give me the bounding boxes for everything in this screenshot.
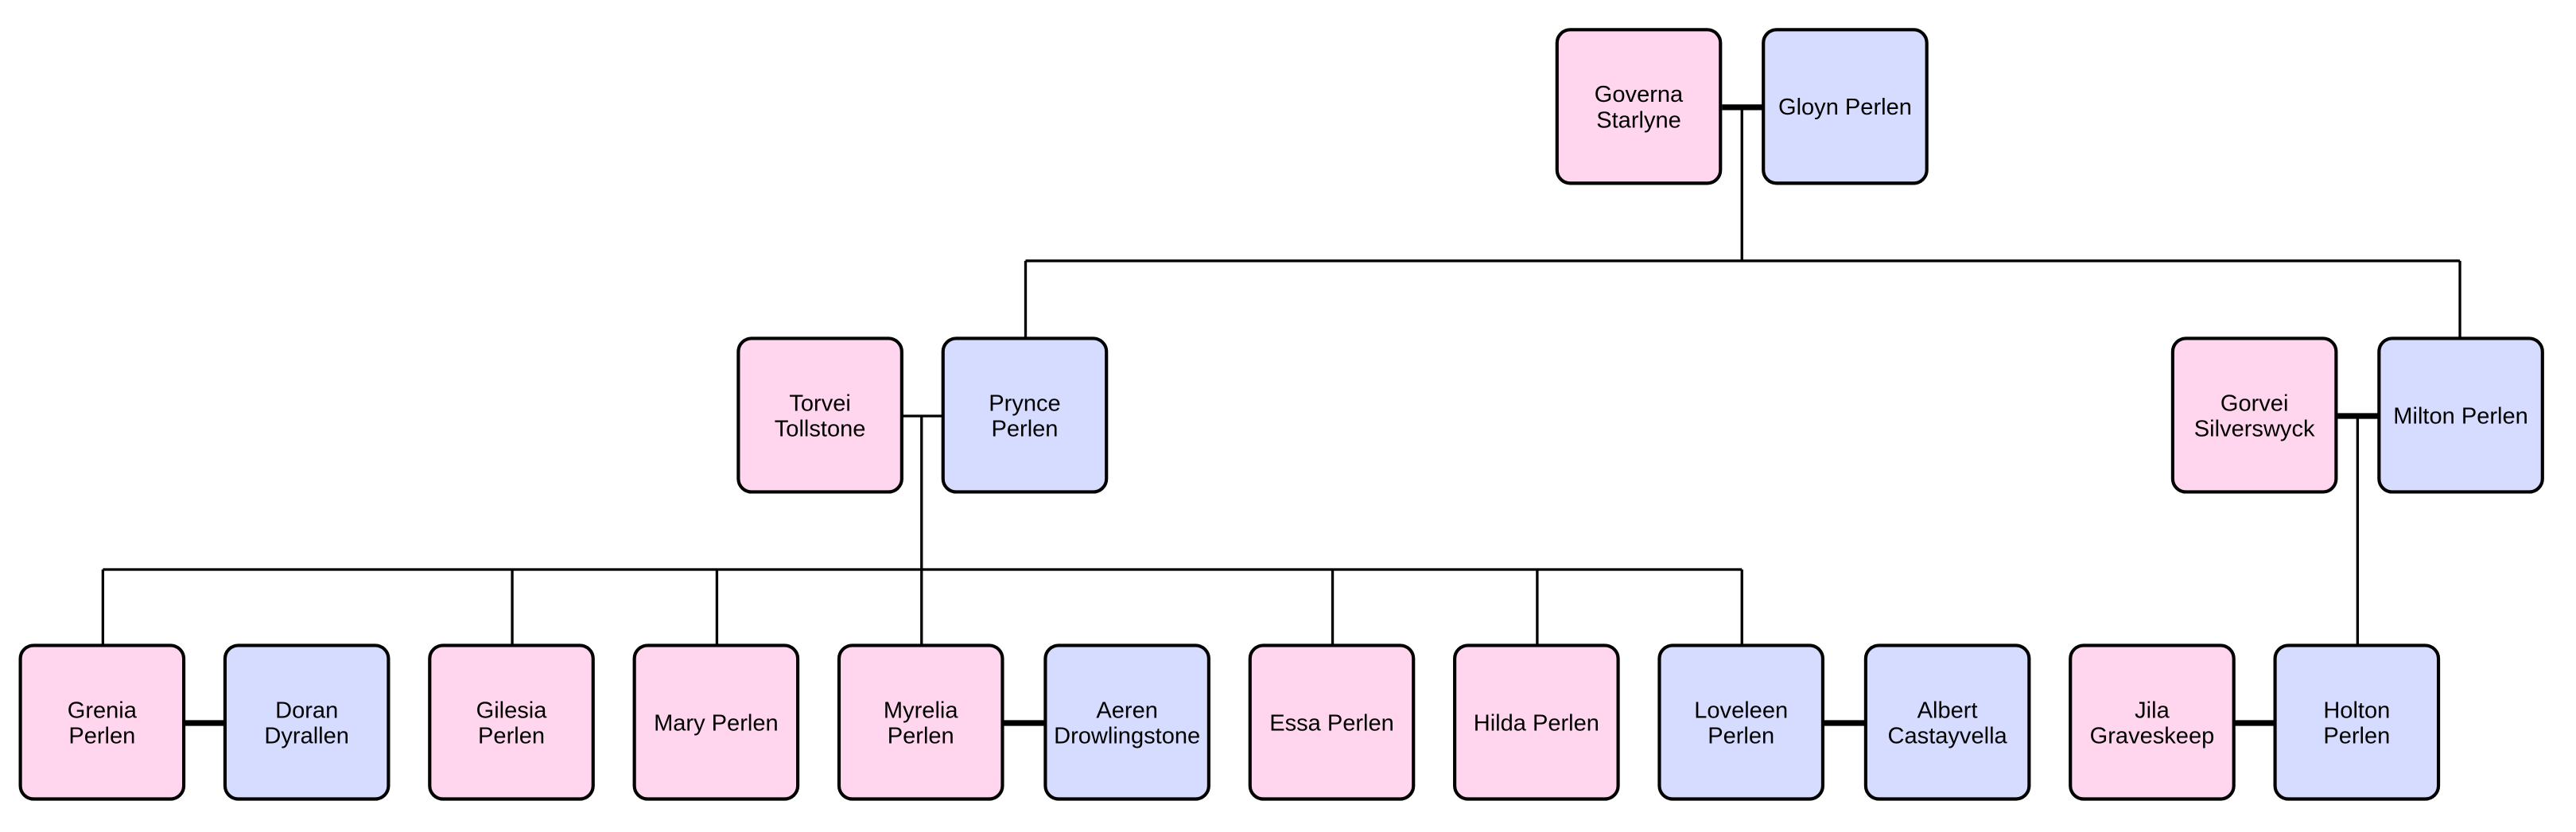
person-name: Doran xyxy=(275,698,338,723)
person-name: Perlen xyxy=(991,416,1058,441)
person-name: Mary Perlen xyxy=(654,710,779,736)
person-box-bg xyxy=(1043,643,1210,801)
person-box-mary[interactable]: Mary Perlen xyxy=(632,643,800,801)
person-name: Prynce xyxy=(989,391,1060,416)
person-box-bg xyxy=(2069,643,2236,801)
person-name: Myrelia xyxy=(884,698,958,723)
person-box-bg xyxy=(1657,643,1825,801)
person-box-gloyn[interactable]: Gloyn Perlen xyxy=(1762,28,1929,185)
person-box-bg xyxy=(1863,643,2031,801)
person-name: Silverswyck xyxy=(2194,416,2315,441)
person-box-essa[interactable]: Essa Perlen xyxy=(1248,643,1416,801)
person-box-bg xyxy=(1453,643,1620,801)
person-box-bg xyxy=(837,643,1004,801)
person-name: Castayvella xyxy=(1888,723,2008,748)
person-box-bg xyxy=(2273,643,2441,801)
person-name: Aeren xyxy=(1096,698,1158,723)
person-name: Drowlingstone xyxy=(1054,723,1200,748)
person-name: Torvei xyxy=(789,391,850,416)
person-box-hilda[interactable]: Hilda Perlen xyxy=(1453,643,1620,801)
person-name: Essa Perlen xyxy=(1269,710,1394,736)
person-name: Holton xyxy=(2323,698,2390,723)
person-name: Perlen xyxy=(1708,723,1774,748)
person-name: Perlen xyxy=(888,723,954,748)
person-name: Loveleen xyxy=(1694,698,1788,723)
person-box-bg xyxy=(941,336,1109,494)
person-name: Grenia xyxy=(68,698,138,723)
person-box-bg xyxy=(1555,28,1723,185)
person-name: Albert xyxy=(1917,698,1978,723)
descent-line-prynce xyxy=(101,414,1743,646)
descent-line-gloyn xyxy=(1024,107,2461,339)
person-name: Gilesia xyxy=(476,698,548,723)
person-box-bg xyxy=(736,336,903,494)
person-name: Hilda Perlen xyxy=(1474,710,1599,736)
person-box-bg xyxy=(428,643,595,801)
person-name: Milton Perlen xyxy=(2393,403,2528,429)
person-box-bg xyxy=(2170,336,2338,494)
person-name: Perlen xyxy=(68,723,135,748)
person-name: Gloyn Perlen xyxy=(1778,95,1912,120)
person-box-bg xyxy=(223,643,390,801)
person-box-bg xyxy=(2377,336,2544,494)
person-box-bg xyxy=(632,643,800,801)
person-box-bg xyxy=(1762,28,1929,185)
person-box-bg xyxy=(1248,643,1416,801)
person-name: Governa xyxy=(1595,82,1684,107)
person-name: Gorvei xyxy=(2220,391,2289,416)
person-name: Graveskeep xyxy=(2090,723,2215,748)
person-name: Dyrallen xyxy=(264,723,349,748)
person-box-bg xyxy=(18,643,186,801)
person-name: Tollstone xyxy=(775,416,866,441)
person-name: Starlyne xyxy=(1596,107,1681,133)
person-name: Perlen xyxy=(2323,723,2390,748)
person-name: Jila xyxy=(2135,698,2170,723)
person-box-milton[interactable]: Milton Perlen xyxy=(2377,336,2544,494)
person-name: Perlen xyxy=(478,723,545,748)
